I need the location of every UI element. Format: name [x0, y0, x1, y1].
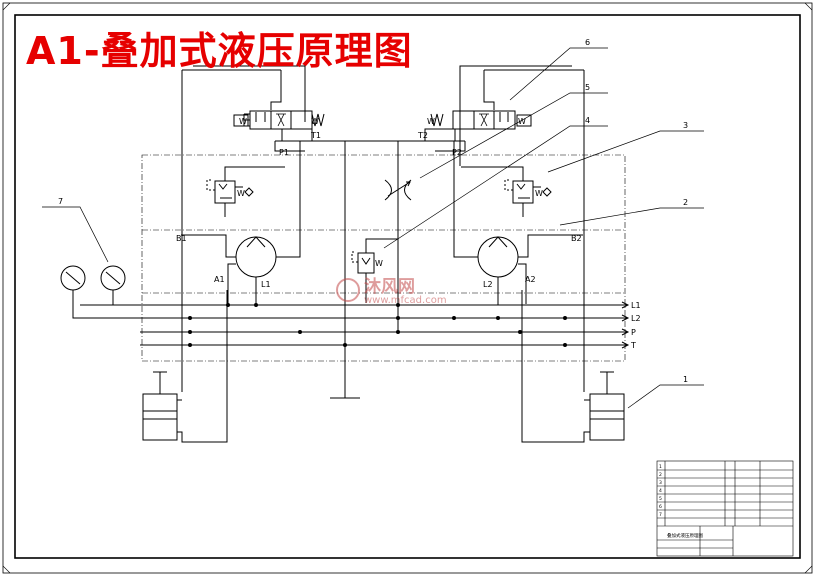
tb-row-3: 3	[659, 480, 662, 486]
title-block	[656, 460, 794, 557]
right-relief-valve	[461, 166, 552, 217]
callout-2: 2	[683, 198, 688, 207]
tb-row-4: 4	[659, 488, 662, 494]
line-labels: L1 L2 P T	[630, 301, 641, 350]
callout-7: 7	[58, 197, 63, 206]
spring-mark-right: W	[535, 189, 543, 198]
callout-numbers: 1 2 3 4 5 6 7	[58, 38, 688, 384]
spring-mark-left: W	[237, 189, 245, 198]
manifold-block	[141, 154, 626, 362]
line-label-l1: L1	[631, 301, 641, 310]
title-block-text: 1 2 3 4 5 6 7 叠加式液压原理图	[659, 464, 703, 539]
left-cylinder	[142, 290, 228, 443]
left-relief-valve	[206, 166, 285, 217]
spring-mark-valve-left-end: W	[239, 117, 247, 126]
spring-labels: W W W W W W W	[237, 117, 543, 268]
port-l2-motor: L2	[483, 280, 493, 289]
port-l1-motor: L1	[261, 280, 271, 289]
reducing-valve	[351, 238, 398, 303]
callout-6: 6	[585, 38, 590, 47]
spring-mark-center: W	[375, 259, 383, 268]
port-a2: A2	[525, 275, 536, 284]
line-label-t: T	[630, 341, 636, 350]
throttle-valve	[384, 179, 412, 201]
spring-mark-valve-right-end: W	[518, 117, 526, 126]
watermark: 沐风网 www.mfcad.com	[336, 277, 447, 306]
line-label-p: P	[631, 328, 636, 337]
drawing-frame	[14, 14, 801, 559]
right-loop-line	[484, 69, 585, 392]
port-labels: P1 T1 P2 T2 B1 A1 L1 B2 A2 L2	[176, 131, 582, 289]
tb-row-1: 1	[659, 464, 662, 470]
tank-return	[330, 141, 360, 399]
junction-dots	[188, 303, 567, 347]
right-motor	[453, 141, 583, 305]
port-p2: P2	[452, 148, 462, 157]
spring-mark-valve-right: W	[427, 117, 435, 126]
watermark-logo-icon	[336, 278, 360, 302]
port-t2: T2	[417, 131, 428, 140]
page-title: A1-叠加式液压原理图	[26, 29, 413, 73]
pressure-gauges	[60, 265, 126, 291]
callout-leaders	[42, 47, 704, 409]
port-b2: B2	[571, 234, 582, 243]
tb-drawing-name: 叠加式液压原理图	[667, 532, 703, 539]
tb-row-7: 7	[659, 512, 662, 518]
callout-3: 3	[683, 121, 688, 130]
spring-mark-valve-left: W	[311, 117, 319, 126]
callout-5: 5	[585, 83, 590, 92]
left-motor	[181, 141, 301, 305]
port-a1: A1	[214, 275, 225, 284]
port-t1: T1	[310, 131, 321, 140]
line-label-l2: L2	[631, 314, 641, 323]
tb-row-5: 5	[659, 496, 662, 502]
bus-lines	[72, 290, 630, 349]
port-b1: B1	[176, 234, 187, 243]
tb-row-2: 2	[659, 472, 662, 478]
callout-4: 4	[585, 116, 590, 125]
port-p1: P1	[279, 148, 289, 157]
watermark-url: www.mfcad.com	[364, 295, 447, 306]
callout-1: 1	[683, 375, 688, 384]
watermark-brand: 沐风网	[364, 277, 415, 297]
left-loop-line	[181, 69, 281, 392]
right-directional-valve	[424, 70, 532, 142]
tb-row-6: 6	[659, 504, 662, 510]
right-cylinder	[521, 290, 625, 443]
